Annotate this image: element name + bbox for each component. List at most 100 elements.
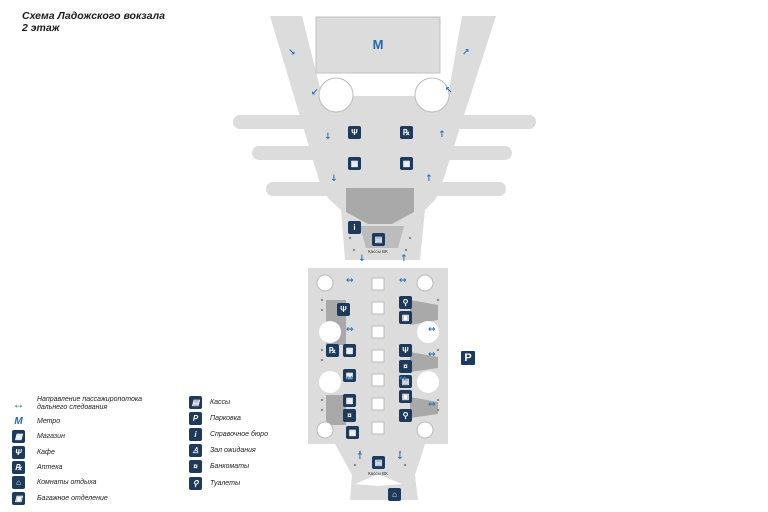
pharmacy-icon: ℞ (12, 461, 25, 474)
cafe-icon: Ψ (12, 446, 25, 459)
column-1 (371, 277, 385, 291)
legend-pharmacy: ℞ Аптека (12, 461, 62, 474)
flow-arrow-7: ↓ (330, 174, 338, 184)
double-arrow-icon: ↔ (12, 397, 25, 411)
concourse-dark-zone (346, 188, 414, 224)
shop-sign-left-2: ▦ (343, 369, 356, 382)
escalator-corner-1 (316, 274, 334, 292)
flow-arrow-11: ↔ (346, 276, 354, 286)
ticket-office-label-upper: Кассы ВК (368, 249, 388, 254)
side-block-right-2 (410, 352, 438, 372)
parking-sign: P (461, 351, 475, 365)
legend-ticket-office: ▤ Кассы (189, 396, 230, 409)
flow-arrow-19: ↑ (356, 452, 364, 462)
shop-sign-upper-right: ▦ (400, 157, 413, 170)
legend-toilet: ⚲ Туалеты (189, 477, 240, 490)
column-4 (371, 349, 385, 363)
waiting-circle-2 (319, 371, 341, 393)
waiting-circle-1 (319, 321, 341, 343)
legend-label: Банкоматы (210, 462, 250, 470)
atm-icon: ¤ (189, 460, 202, 473)
rest-room-icon: ⌂ (12, 476, 25, 489)
flow-arrow-20: ↓ (396, 452, 404, 462)
ticket-office-label-lower: Кассы ВК (368, 471, 388, 476)
atm-sign-right: ¤ (399, 360, 412, 373)
cafe-sign-left: Ψ (337, 303, 350, 316)
toilet-sign-right-2: ⚲ (399, 409, 412, 422)
side-block-left-2 (326, 395, 346, 425)
ticket-office-sign-lower: ▤ (372, 456, 385, 469)
shop-sign-left-3: ▦ (343, 394, 356, 407)
side-block-right-3 (410, 397, 438, 418)
pharmacy-sign-upper: ℞ (400, 126, 413, 139)
dot-columns (320, 236, 440, 467)
ticket-office-sign-right: ▤ (399, 375, 412, 388)
waiting-circle-3 (417, 321, 439, 343)
legend-label: Парковка (210, 414, 241, 422)
lower-hall-floor (335, 444, 425, 500)
info-sign: i (348, 221, 361, 234)
metro-icon: M (14, 416, 23, 427)
flow-arrow-2: ↗ (462, 48, 470, 58)
legend-parking: P Парковка (189, 412, 241, 425)
legend-label: Багажное отделение (37, 494, 108, 502)
ticket-office-sign-upper: ▤ (372, 233, 385, 246)
flow-arrow-8: ↑ (425, 174, 433, 184)
rest-room-sign-lower: ⌂ (388, 488, 401, 501)
legend-flow-direction: ↔ Направление пассажиропотока дальнего с… (12, 396, 143, 412)
info-icon: i (189, 428, 202, 441)
flow-arrow-14: ↔ (428, 325, 436, 335)
side-block-right-1 (410, 300, 438, 325)
flow-arrow-1: ↘ (288, 48, 296, 58)
wing-1 (233, 115, 536, 129)
flow-arrow-15: ↔ (346, 374, 354, 384)
escalator-right (414, 77, 450, 113)
toilet-icon: ⚲ (189, 477, 202, 490)
flow-arrow-6: ↑ (438, 130, 446, 140)
escalator-corner-2 (416, 274, 434, 292)
title-line-1: Схема Ладожского вокзала (22, 10, 165, 22)
flow-arrow-13: ↔ (346, 325, 354, 335)
lower-entrance (355, 474, 402, 486)
flow-arrow-3: ↙ (311, 88, 319, 98)
column-7 (371, 421, 385, 435)
legend-label: Справочное бюро (210, 430, 268, 438)
legend-atm: ¤ Банкоматы (189, 460, 249, 473)
luggage-sign-right-2: ▣ (399, 390, 412, 403)
flow-arrow-10: ↑ (400, 254, 408, 264)
column-2 (371, 301, 385, 315)
metro-block (315, 16, 441, 74)
legend-metro: M Метро (12, 415, 60, 428)
shop-sign-left-1: ▦ (343, 344, 356, 357)
legend-shop: ▦ Магазин (12, 430, 65, 443)
title-line-2: 2 этаж (22, 22, 60, 34)
escalator-left (318, 77, 354, 113)
legend-label: Зал ожидания (210, 446, 256, 454)
luggage-sign-right: ▣ (399, 311, 412, 324)
legend-waiting-room: ♙ Зал ожидания (189, 444, 256, 457)
column-6 (371, 397, 385, 411)
flow-arrow-5: ↓ (324, 132, 332, 142)
metro-map-symbol: M (373, 37, 384, 52)
upper-hall-floor (270, 16, 496, 260)
flow-arrow-4: ↖ (445, 86, 453, 96)
flow-arrow-9: ↓ (358, 254, 366, 264)
flow-arrow-17: ↔ (428, 350, 436, 360)
legend-luggage: ▣ Багажное отделение (12, 492, 108, 505)
legend-label: Кафе (37, 448, 55, 456)
legend-label: Направление пассажиропотока дальнего сле… (37, 396, 143, 411)
flow-arrow-12: ↔ (399, 276, 407, 286)
legend-label: Комнаты отдыха (37, 478, 97, 486)
escalator-corner-4 (416, 421, 434, 439)
legend-info: i Справочное бюро (189, 428, 268, 441)
legend-label: Туалеты (210, 479, 241, 487)
parking-icon: P (189, 412, 202, 425)
column-3 (371, 325, 385, 339)
legend-label: Аптека (37, 463, 63, 471)
column-5 (371, 373, 385, 387)
waiting-circle-4 (417, 371, 439, 393)
luggage-icon: ▣ (12, 492, 25, 505)
flow-arrow-18: ↔ (428, 400, 436, 410)
shop-icon: ▦ (12, 430, 25, 443)
